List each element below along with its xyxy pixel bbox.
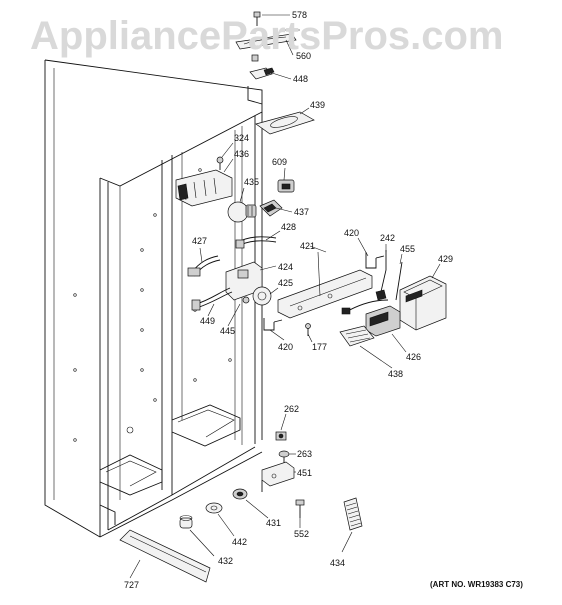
callout-434: 434 [330,558,345,568]
control-housing [277,269,373,319]
callout-439: 439 [310,100,325,110]
callout-435: 435 [244,177,259,187]
callout-425: 425 [278,278,293,288]
callout-437: 437 [294,207,309,217]
grille-insert [343,497,363,531]
damper-motor [365,305,401,337]
bracket-420-lower [263,318,283,331]
callout-263: 263 [297,449,312,459]
wire-harness-428 [235,236,277,249]
bracket-420-upper [365,252,385,269]
damper-wire-455 [341,261,403,315]
damper-housing [399,275,447,331]
callout-426: 426 [406,352,421,362]
callout-445: 445 [220,326,235,336]
callout-labels: 578 560 448 439 324 436 609 435 437 428 … [124,10,453,590]
screw-177 [305,323,311,336]
callout-578: 578 [292,10,307,20]
callout-424: 424 [278,262,293,272]
screw-324 [216,156,224,170]
callout-552: 552 [294,529,309,539]
callout-438: 438 [388,369,403,379]
bushing-442 [205,502,223,514]
callout-242: 242 [380,233,395,243]
wire-harness-427 [187,255,221,277]
leader-lines [129,14,441,579]
control-knob [242,286,272,306]
callout-262: 262 [284,404,299,414]
callout-421: 421 [300,241,315,251]
spacer-432 [179,515,193,529]
hinge-bushing-263 [278,450,290,464]
lamp-socket [259,199,283,217]
callout-420-lower: 420 [278,342,293,352]
cover-plate [339,325,375,347]
roller-431 [232,488,248,500]
callout-442: 442 [232,537,247,547]
top-hinge-screw [253,11,261,26]
callout-431: 431 [266,518,281,528]
cabinet-frame [44,59,263,538]
callout-609: 609 [272,157,287,167]
light-shield [255,111,315,135]
callout-448: 448 [293,74,308,84]
damper-sensor-242 [375,250,387,301]
callout-177: 177 [312,342,327,352]
callout-560: 560 [296,51,311,61]
watermark: AppliancePartsPros.com [30,14,504,58]
hinge-bracket [249,67,275,80]
callout-449: 449 [200,316,215,326]
toe-grille [119,529,211,583]
callout-727: 727 [124,580,139,590]
bottom-hinge-451 [261,461,295,492]
art-number: (ART NO. WR19383 C73) [430,580,523,589]
callout-427: 427 [192,236,207,246]
light-bulb [227,201,257,223]
callout-436: 436 [234,149,249,159]
control-assembly [191,261,263,311]
light-switch [277,179,295,193]
callout-429: 429 [438,254,453,264]
callout-455: 455 [400,244,415,254]
hinge-shim [251,54,259,62]
callout-428: 428 [281,222,296,232]
screw-552 [295,499,305,518]
callout-451: 451 [297,468,312,478]
callout-432: 432 [218,556,233,566]
hinge-pin-262 [275,431,287,441]
callout-420-upper: 420 [344,228,359,238]
air-vent-grille [175,169,233,207]
callout-324: 324 [234,133,249,143]
top-hinge-plate [235,33,297,50]
